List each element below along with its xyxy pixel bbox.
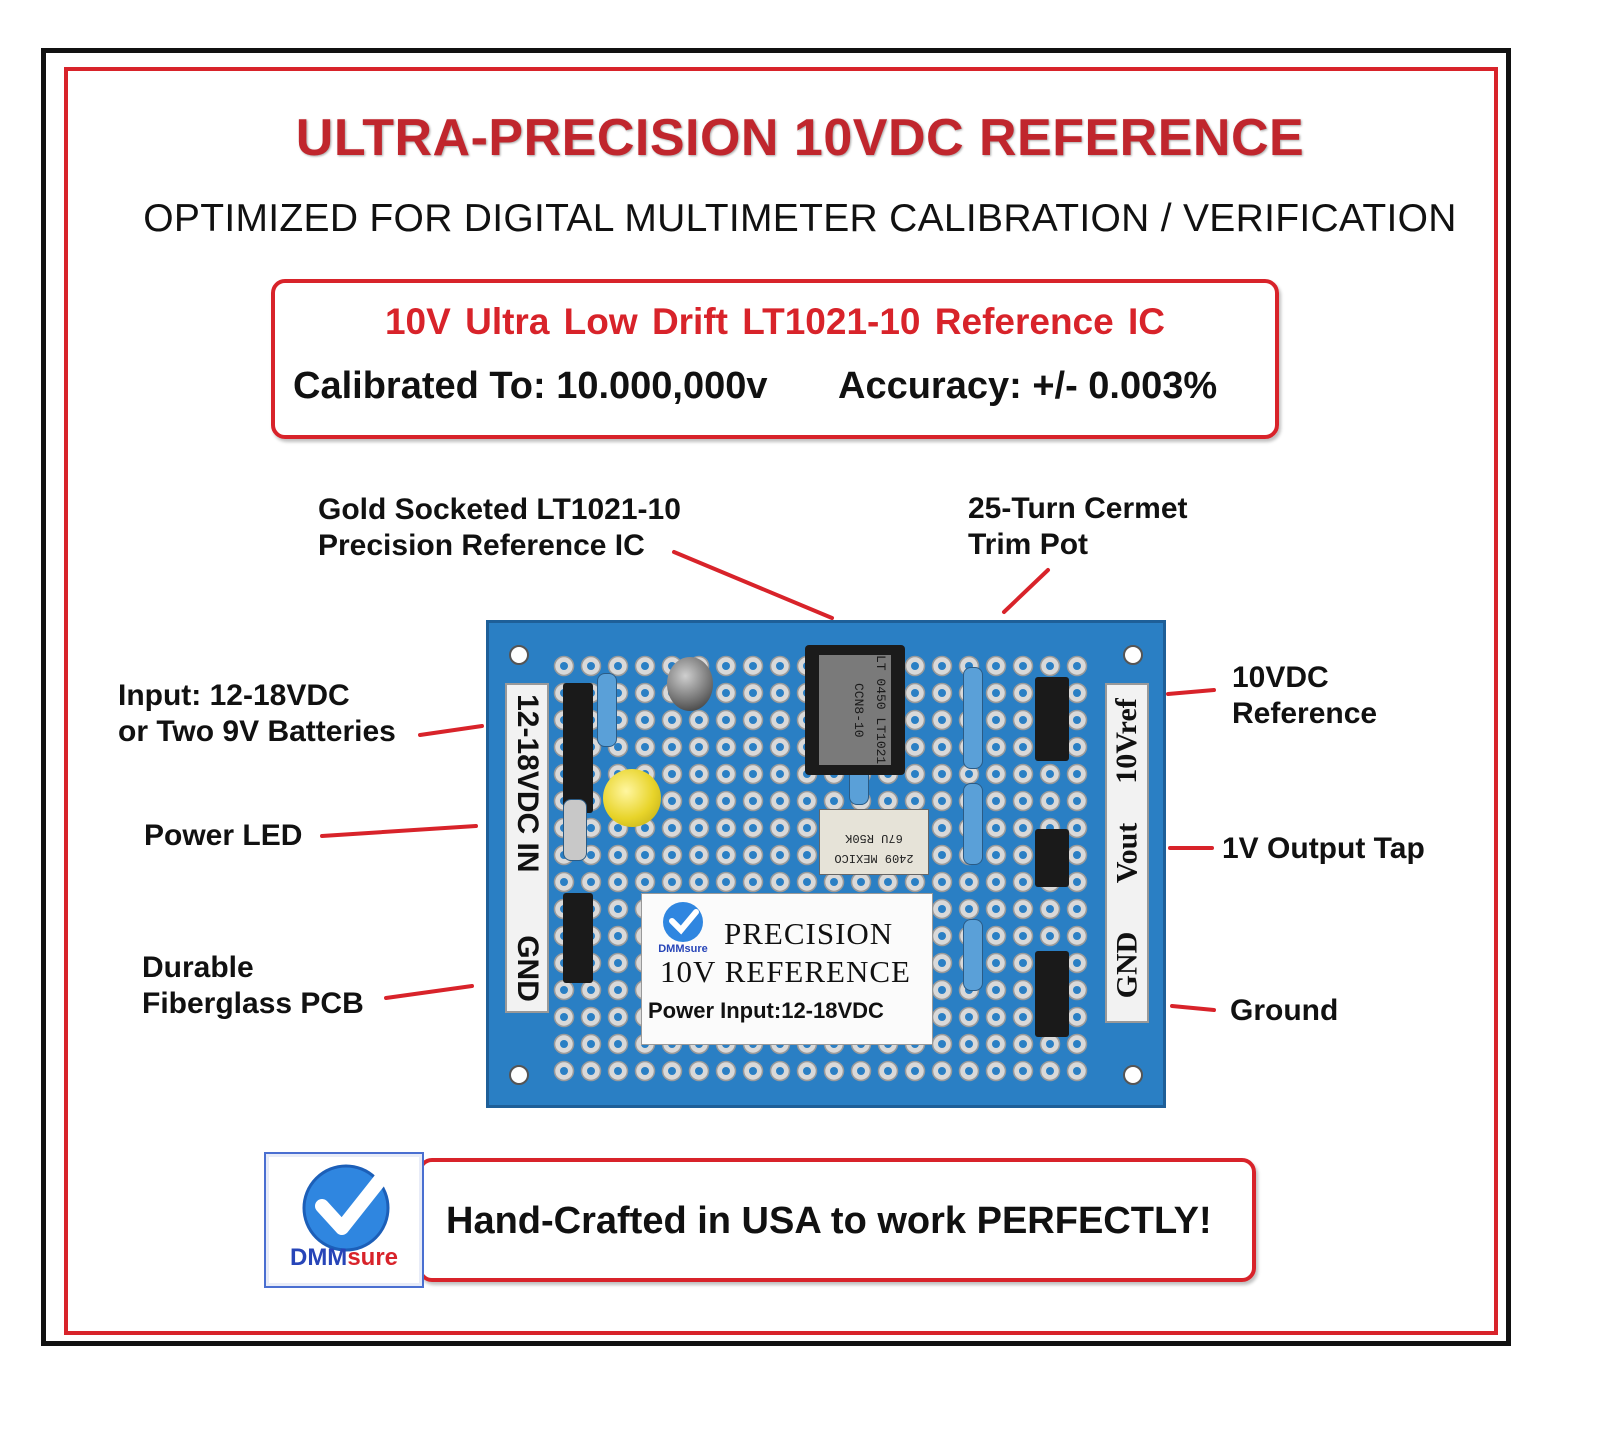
power-led — [603, 769, 661, 827]
gnd-output-header — [1035, 951, 1069, 1037]
page-title: ULTRA-PRECISION 10VDC REFERENCE — [295, 109, 1305, 167]
output-label-strip: 10Vref Vout GND — [1105, 683, 1149, 1023]
leader-trim-pot — [1002, 568, 1050, 614]
resistor — [597, 673, 617, 747]
callout-tap: 1V Output Tap — [1222, 832, 1425, 865]
card-power-input: Power Input:12-18VDC — [648, 998, 884, 1023]
strip-gnd-label: GND — [511, 935, 545, 1002]
input-label-strip: 12-18VDC IN GND — [505, 683, 549, 1013]
strip-10vref-label: 10Vref — [1110, 698, 1143, 784]
leader-input — [418, 724, 484, 737]
card-precision: PRECISION — [724, 916, 894, 951]
callout-trim-pot: 25-Turn Cermet Trim Pot — [968, 492, 1188, 561]
checkmark-logo-icon: DMMsure — [658, 902, 708, 955]
card-10v-reference: 10V REFERENCE — [660, 954, 911, 989]
board-label-card: DMMsure PRECISION 10V REFERENCE Power In… — [641, 893, 933, 1045]
leader-pcb — [384, 984, 474, 1000]
leader-gold-socket — [672, 550, 834, 620]
outer-frame — [41, 48, 1511, 1346]
strip-vout-label: Vout — [1110, 822, 1143, 884]
lt1021-ic-socket: LT 0450 LT1021 CCN8-10 — [805, 645, 905, 775]
spec-accuracy: Accuracy: +/- 0.003% — [838, 365, 1218, 407]
resistor — [963, 783, 983, 865]
callout-input: Input: 12-18VDC or Two 9V Batteries — [118, 679, 396, 748]
leader-ground — [1170, 1004, 1216, 1012]
page-subtitle: OPTIMIZED FOR DIGITAL MULTIMETER CALIBRA… — [143, 197, 1457, 240]
ref-output-header — [1035, 677, 1069, 761]
callout-ground: Ground — [1230, 994, 1339, 1027]
callout-power-led: Power LED — [144, 819, 303, 852]
callout-gold-socket: Gold Socketed LT1021-10 Precision Refere… — [318, 493, 681, 562]
ic-marking: LT 0450 LT1021 CCN8-10 — [819, 655, 891, 765]
vout-header — [1035, 829, 1069, 887]
card-brand: DMMsure — [658, 943, 708, 955]
callout-pcb: Durable Fiberglass PCB — [142, 951, 364, 1020]
input-header — [563, 683, 593, 813]
pcb-board: LT 0450 LT1021 CCN8-10 2409 MEXICO 67U R… — [486, 620, 1166, 1108]
checkmark-icon — [302, 1164, 390, 1252]
spec-ic-line: 10V Ultra Low Drift LT1021-10 Reference … — [384, 301, 1165, 342]
brand-logo: DMMsure — [264, 1152, 424, 1288]
resistor — [963, 667, 983, 769]
spec-box: 10V Ultra Low Drift LT1021-10 Reference … — [271, 279, 1279, 439]
trim-pot: 2409 MEXICO 67U R50K — [819, 809, 929, 875]
banner-text: Hand-Crafted in USA to work PERFECTLY! — [446, 1200, 1212, 1242]
leader-ref-out — [1166, 688, 1216, 696]
capacitor — [667, 657, 713, 711]
resistor — [963, 919, 983, 991]
gnd-header — [563, 893, 593, 983]
brand-name: DMMsure — [266, 1244, 422, 1272]
inner-frame — [64, 67, 1498, 1335]
brand-name-dmm: DMM — [289, 1244, 348, 1271]
strip-input-label: 12-18VDC IN — [511, 694, 545, 873]
brand-name-sure: sure — [347, 1244, 399, 1271]
spec-calibrated: Calibrated To: 10.000,000v — [293, 365, 768, 407]
strip-gnd-out-label: GND — [1110, 931, 1144, 999]
leader-power-led — [320, 824, 478, 838]
callout-ref-out: 10VDC Reference — [1232, 661, 1378, 730]
diode — [563, 799, 587, 861]
